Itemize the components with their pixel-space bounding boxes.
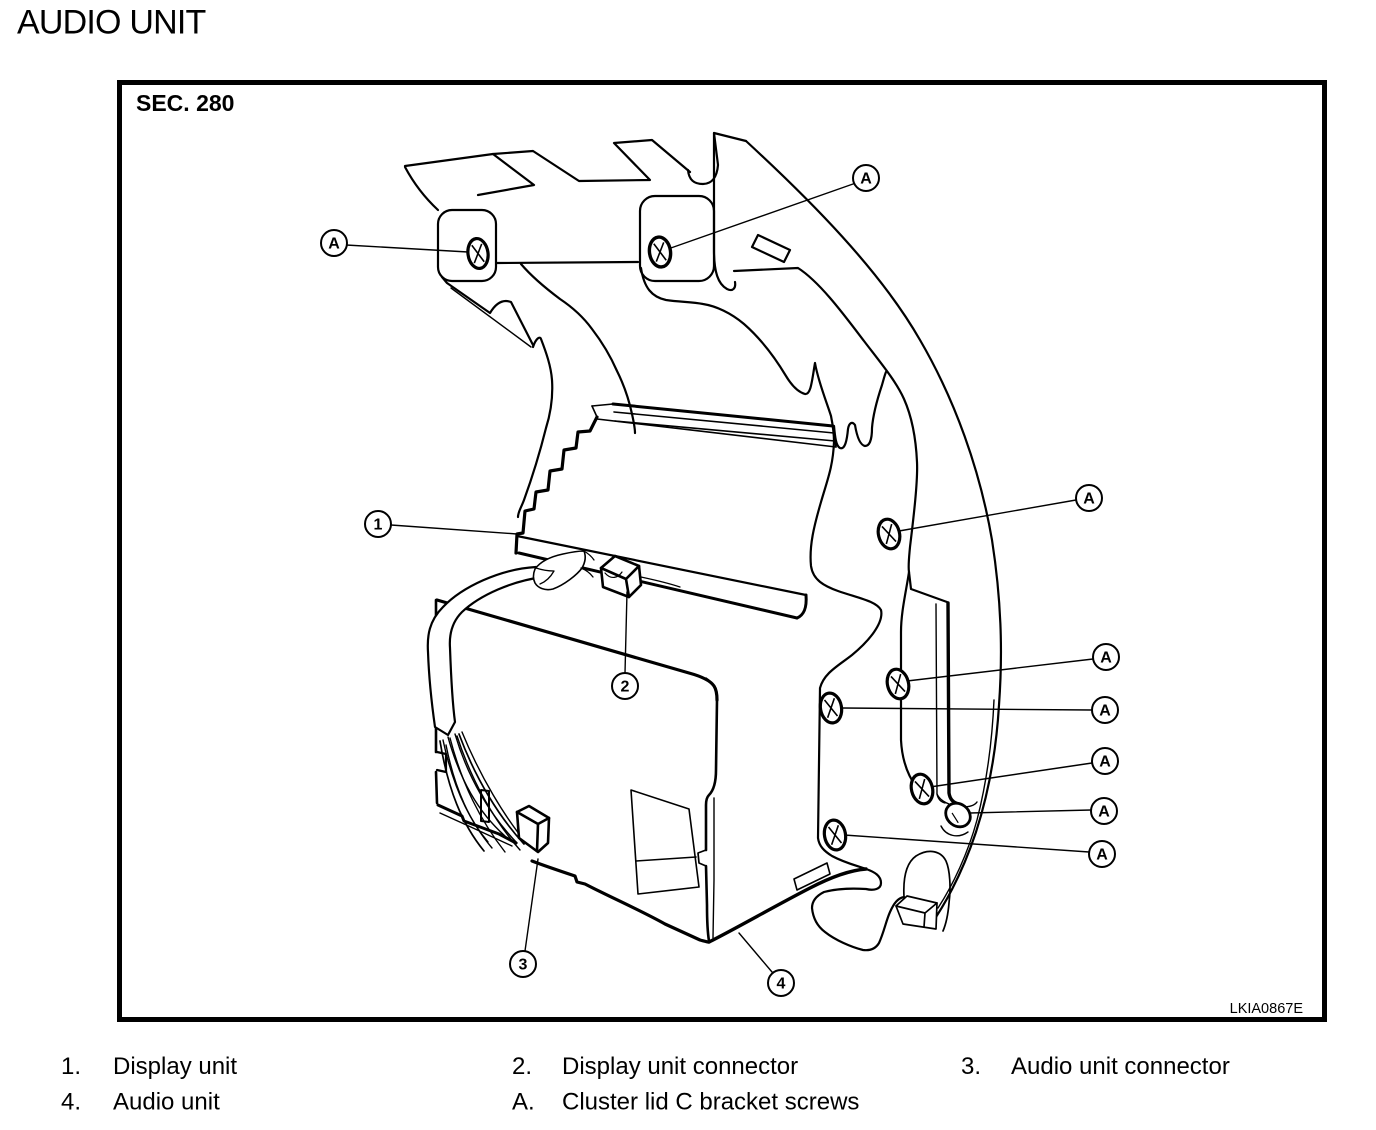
svg-text:A: A — [1099, 754, 1111, 771]
svg-text:Display unit: Display unit — [113, 1053, 237, 1080]
svg-text:A: A — [1083, 491, 1095, 508]
svg-text:A: A — [328, 236, 340, 253]
svg-text:3: 3 — [519, 957, 528, 974]
svg-text:4.: 4. — [61, 1089, 81, 1116]
svg-text:4: 4 — [777, 976, 786, 993]
svg-text:AUDIO UNIT: AUDIO UNIT — [17, 4, 205, 42]
svg-text:3.: 3. — [961, 1053, 981, 1080]
svg-text:2: 2 — [621, 679, 630, 696]
svg-text:Audio unit: Audio unit — [113, 1089, 220, 1116]
svg-text:A: A — [1100, 650, 1112, 667]
svg-text:A: A — [1099, 703, 1111, 720]
svg-text:A: A — [1096, 847, 1108, 864]
svg-text:A: A — [860, 171, 872, 188]
svg-text:LKIA0867E: LKIA0867E — [1230, 1001, 1304, 1017]
svg-text:Audio unit connector: Audio unit connector — [1011, 1053, 1230, 1080]
svg-text:A: A — [1098, 804, 1110, 821]
svg-text:Cluster lid C bracket screws: Cluster lid C bracket screws — [562, 1089, 859, 1116]
svg-text:2.: 2. — [512, 1053, 532, 1080]
svg-text:SEC. 280: SEC. 280 — [136, 90, 234, 116]
svg-text:1: 1 — [374, 517, 383, 534]
svg-text:A.: A. — [512, 1089, 535, 1116]
svg-text:1.: 1. — [61, 1053, 81, 1080]
svg-text:Display unit connector: Display unit connector — [562, 1053, 798, 1080]
